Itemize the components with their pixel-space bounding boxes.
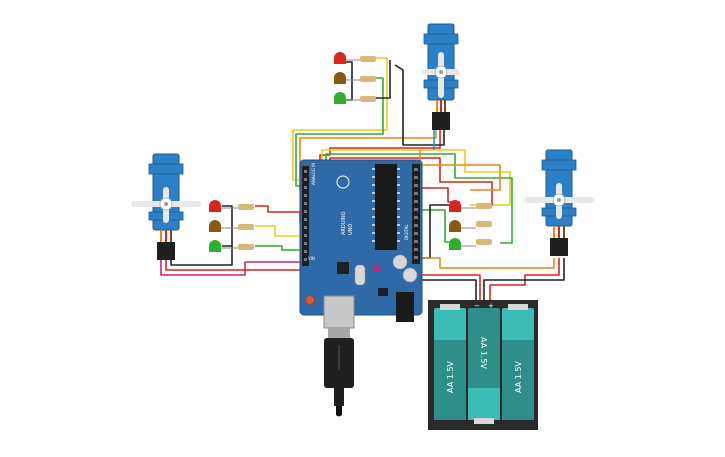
servo-right-connector bbox=[550, 238, 568, 256]
wire-led-left-amber bbox=[255, 225, 306, 237]
led-left-amber[interactable] bbox=[209, 220, 238, 232]
resistor-left-1 bbox=[238, 204, 254, 210]
battery-cell-2-label: AA 1.5V bbox=[479, 337, 488, 369]
led-group-right bbox=[449, 200, 492, 250]
led-top-green[interactable] bbox=[334, 92, 360, 104]
capacitor-1 bbox=[392, 254, 408, 270]
digital-label: DIGITAL bbox=[404, 224, 409, 240]
voltage-regulator bbox=[337, 262, 349, 274]
wire-left-servo-black bbox=[170, 246, 233, 266]
board-model-label: UNO bbox=[348, 224, 354, 235]
usb-port[interactable] bbox=[323, 295, 355, 329]
reset-button[interactable] bbox=[305, 295, 315, 305]
wire-right-servo-orange bbox=[422, 257, 555, 269]
led-right-amber[interactable] bbox=[449, 220, 476, 232]
atmega-chip bbox=[375, 164, 397, 250]
resistor-top-2 bbox=[360, 76, 376, 82]
battery-cell-3: AA 1.5V bbox=[502, 304, 534, 420]
led-group-top bbox=[334, 52, 376, 104]
servo-top[interactable] bbox=[422, 23, 460, 130]
wire-led-right-red bbox=[422, 187, 460, 203]
analog-label: ANALOG IN bbox=[311, 163, 316, 185]
servo-top-connector bbox=[432, 112, 450, 130]
digital-header bbox=[412, 164, 420, 264]
wire-led-left-red bbox=[255, 205, 306, 223]
wire-green-top-right bbox=[325, 153, 513, 244]
capacitor-2 bbox=[402, 267, 418, 283]
usb-cable-relief bbox=[334, 388, 344, 406]
resistor-left-3 bbox=[238, 244, 254, 250]
analog-header bbox=[302, 166, 309, 266]
wire-orange-long bbox=[419, 150, 501, 191]
small-ic bbox=[378, 288, 388, 296]
resistor-left-2 bbox=[238, 224, 254, 230]
resistor-top-3 bbox=[360, 96, 376, 102]
servo-left-connector bbox=[157, 242, 175, 260]
wire-led-top-red bbox=[292, 57, 388, 181]
resistor-top-1 bbox=[360, 56, 376, 62]
usb-connector-shell bbox=[328, 328, 350, 340]
led-right-red[interactable] bbox=[449, 200, 476, 212]
led-top-amber[interactable] bbox=[334, 72, 360, 84]
wire-top-servo-gnd bbox=[394, 64, 445, 146]
led-group-left bbox=[209, 200, 254, 252]
led-right-green[interactable] bbox=[449, 238, 476, 250]
small-led-smd bbox=[374, 265, 380, 271]
battery-cell-3-label: AA 1.5V bbox=[514, 361, 523, 393]
battery-cell-2: AA 1.5V bbox=[468, 308, 500, 424]
led-left-green[interactable] bbox=[209, 240, 238, 252]
resistor-right-3 bbox=[476, 239, 492, 245]
resistor-right-2 bbox=[476, 221, 492, 227]
arduino-board[interactable]: ARDUINO UNO DIGITAL ANALOG IN VIN bbox=[299, 159, 423, 329]
wire-yellow-top-right bbox=[321, 149, 511, 206]
battery-pack[interactable]: − + AA 1.5V AA 1.5V AA 1.5V bbox=[428, 300, 538, 430]
power-label-vin: VIN bbox=[308, 256, 315, 261]
wire-led-left-gnd bbox=[222, 205, 233, 247]
wire-led-top-gnd bbox=[345, 61, 353, 101]
wire-led-top-green bbox=[375, 60, 391, 99]
usb-cable-end bbox=[336, 406, 342, 417]
led-top-red[interactable] bbox=[334, 52, 360, 64]
battery-cell-1-label: AA 1.5V bbox=[446, 361, 455, 393]
board-brand-label: ARDUINO bbox=[341, 211, 347, 235]
usb-cable bbox=[324, 328, 354, 417]
servo-left[interactable] bbox=[131, 153, 201, 260]
battery-cell-1: AA 1.5V bbox=[434, 304, 466, 420]
wire-led-left-green bbox=[255, 245, 306, 251]
dc-power-jack[interactable] bbox=[396, 292, 414, 322]
led-left-red[interactable] bbox=[209, 200, 238, 212]
wire-right-servo-black bbox=[483, 258, 565, 300]
wire-left-servo-magenta bbox=[160, 258, 305, 276]
battery-plus-label: + bbox=[488, 302, 494, 310]
wire-led-top-amber bbox=[295, 77, 384, 187]
resistor-right-1 bbox=[476, 203, 492, 209]
wire-right-servo-red bbox=[489, 258, 560, 300]
servo-right[interactable] bbox=[524, 149, 594, 256]
battery-minus-label: − bbox=[474, 302, 480, 310]
crystal-oscillator bbox=[354, 264, 366, 286]
arduino-logo-icon bbox=[336, 175, 350, 189]
